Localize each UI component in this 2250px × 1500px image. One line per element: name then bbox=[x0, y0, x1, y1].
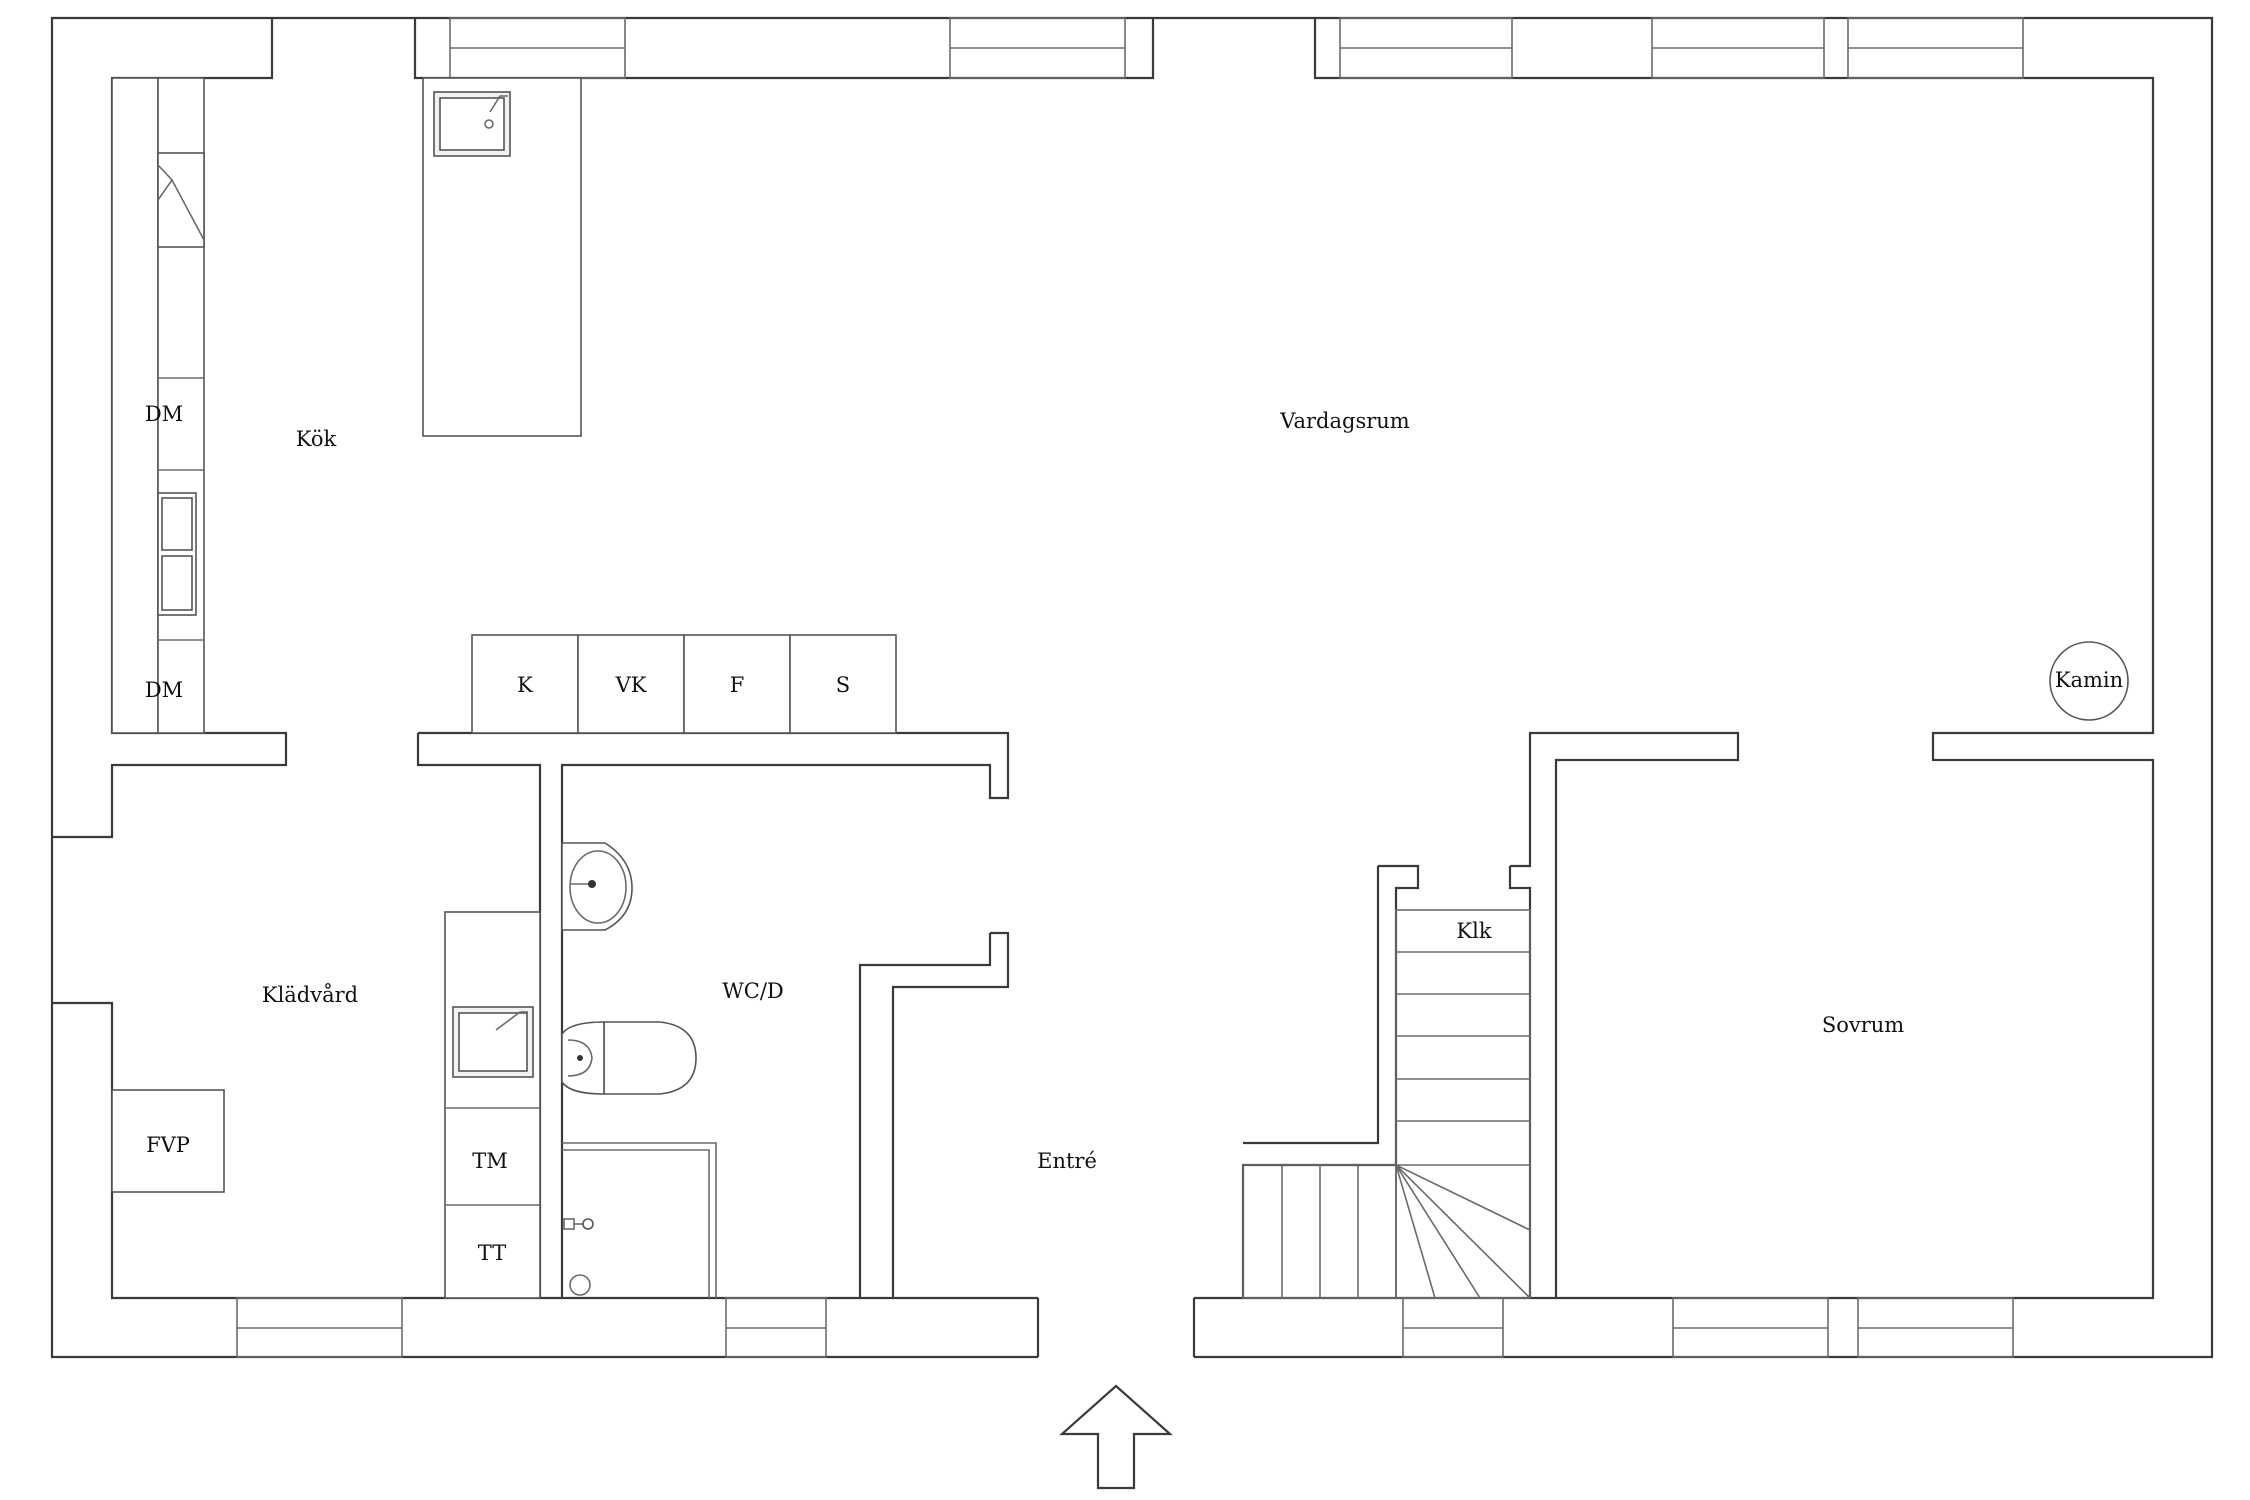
label-dm-upper: DM bbox=[145, 402, 183, 426]
inner-wall-top-right bbox=[1122, 18, 2155, 1300]
laundry-fixtures bbox=[111, 911, 541, 1299]
label-f: F bbox=[730, 673, 745, 697]
label-s: S bbox=[836, 673, 850, 697]
entrance-door-opening bbox=[1038, 1294, 1194, 1360]
kamin-icon bbox=[2049, 641, 2129, 721]
appliance-vk bbox=[577, 634, 685, 734]
appliance-row bbox=[471, 634, 897, 734]
label-tm: TM bbox=[472, 1149, 508, 1173]
room-label-vardagsrum: Vardagsrum bbox=[1279, 409, 1410, 433]
toilet-icon bbox=[603, 1021, 697, 1095]
inner-wall-outline bbox=[52, 18, 288, 839]
label-kamin: Kamin bbox=[2055, 668, 2123, 692]
label-tt: TT bbox=[478, 1241, 506, 1265]
outer-walls bbox=[50, 16, 2214, 1359]
kitchen-island bbox=[422, 77, 582, 437]
stove-icon bbox=[157, 152, 205, 248]
appliance-f bbox=[683, 634, 791, 734]
room-label-kok: Kök bbox=[296, 427, 337, 451]
shower-head-icon bbox=[582, 1218, 594, 1230]
outer-wall-outline bbox=[50, 16, 2214, 1359]
label-k: K bbox=[517, 673, 533, 697]
room-label-entre: Entré bbox=[1037, 1149, 1097, 1173]
laundry-counter bbox=[444, 911, 541, 1299]
staircase-icon bbox=[1242, 909, 1531, 1299]
appliance-s bbox=[789, 634, 897, 734]
inner-wall-top bbox=[413, 18, 1155, 80]
shower-enclosure bbox=[562, 1142, 717, 1298]
label-vk: VK bbox=[615, 673, 647, 697]
top-windows bbox=[449, 17, 2024, 79]
wall-cabinet bbox=[111, 77, 159, 734]
room-label-klk: Klk bbox=[1456, 919, 1491, 943]
kitchen-counter-left bbox=[111, 77, 205, 734]
fixture-labels: DM DM K VK F S Kamin FVP TM TT bbox=[145, 402, 2123, 1265]
room-label-wc-d: WC/D bbox=[722, 979, 784, 1003]
room-label-kladvard: Klädvård bbox=[262, 983, 358, 1007]
fvp-unit bbox=[111, 1089, 225, 1193]
interior-walls bbox=[416, 731, 1740, 1298]
washbasin-icon bbox=[561, 842, 633, 931]
room-labels: Kök Vardagsrum Klädvård WC/D Entré Sovru… bbox=[262, 409, 1904, 1173]
room-label-sovrum: Sovrum bbox=[1822, 1013, 1904, 1037]
floor-drain-icon bbox=[569, 1274, 591, 1296]
label-dm-lower: DM bbox=[145, 678, 183, 702]
appliance-k bbox=[471, 634, 579, 734]
bathroom-fixtures bbox=[561, 842, 717, 1298]
label-fvp: FVP bbox=[146, 1133, 190, 1157]
entrance-arrow-icon bbox=[1059, 1384, 1173, 1490]
